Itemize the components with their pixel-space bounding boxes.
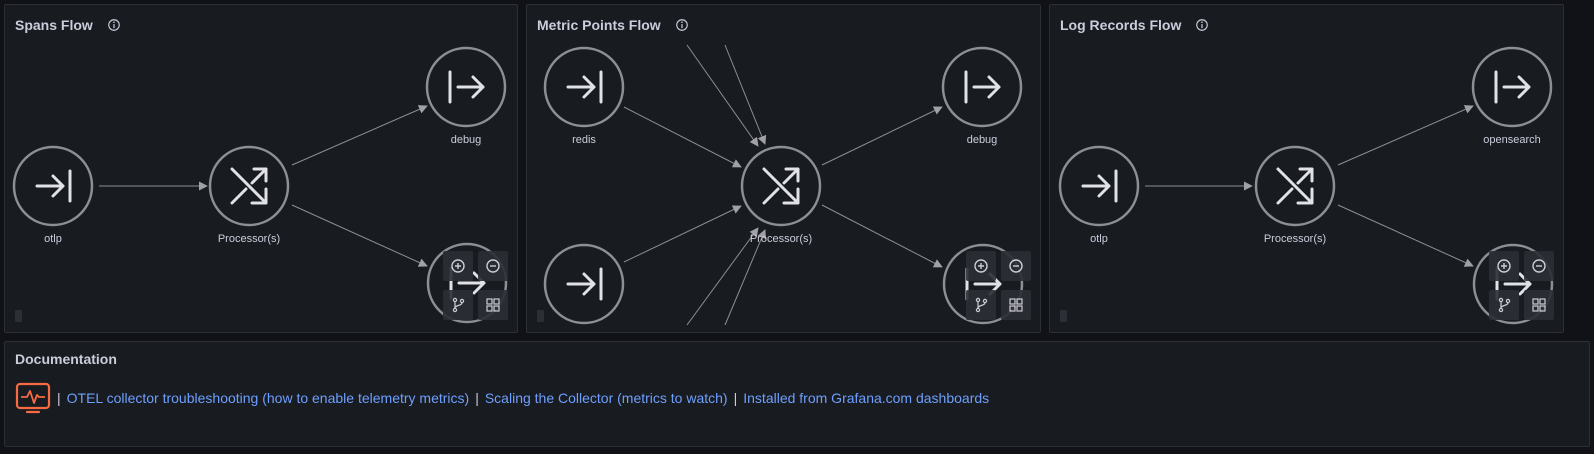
panel-title-logs: Log Records Flow [1060, 17, 1209, 33]
scroll-handle[interactable] [537, 310, 544, 322]
layout-button[interactable] [1489, 290, 1519, 320]
metric-points-flow-panel: Metric Points Flow redis Processor(s) d [526, 4, 1041, 333]
metric-points-flow-graph: redis Processor(s) debug [543, 44, 1024, 326]
scroll-handle[interactable] [1060, 310, 1067, 322]
svg-text:otlp: otlp [1090, 233, 1108, 245]
receiver-node-redis[interactable]: redis [543, 46, 625, 146]
grid-icon [1532, 298, 1546, 312]
link-separator: | [733, 390, 738, 406]
svg-text:otlp: otlp [44, 233, 62, 245]
exporter-node-opensearch[interactable]: opensearch [1471, 46, 1553, 146]
receiver-node-bottom[interactable] [543, 243, 625, 325]
zoom-out-icon [1009, 259, 1023, 273]
info-icon[interactable] [1195, 18, 1209, 32]
svg-text:opensearch: opensearch [1483, 134, 1541, 146]
svg-text:debug: debug [967, 134, 998, 146]
log-records-flow-panel: Log Records Flow otlp Processor(s) opens… [1049, 4, 1564, 333]
svg-text:Processor(s): Processor(s) [1264, 233, 1326, 245]
grid-view-button[interactable] [478, 290, 508, 320]
layout-branch-icon [975, 297, 988, 313]
processor-node[interactable]: Processor(s) [208, 145, 290, 245]
receiver-node-otlp[interactable]: otlp [1058, 145, 1140, 245]
info-icon[interactable] [107, 18, 121, 32]
panel-title-spans: Spans Flow [15, 17, 121, 33]
svg-text:Processor(s): Processor(s) [218, 233, 280, 245]
log-records-flow-graph: otlp Processor(s) opensearch [1058, 46, 1554, 325]
grid-icon [486, 298, 500, 312]
info-icon[interactable] [675, 18, 689, 32]
panel-title-metrics: Metric Points Flow [537, 17, 689, 33]
receiver-node-otlp[interactable]: otlp [12, 145, 94, 245]
zoom-in-icon [974, 259, 988, 273]
zoom-in-icon [451, 259, 465, 273]
processor-node[interactable]: Processor(s) [1254, 145, 1336, 245]
zoom-out-button[interactable] [1001, 251, 1031, 281]
layout-branch-icon [452, 297, 465, 313]
zoom-out-icon [486, 259, 500, 273]
layout-button[interactable] [966, 290, 996, 320]
svg-text:redis: redis [572, 134, 596, 146]
documentation-panel: Documentation | OTEL collector troublesh… [4, 341, 1590, 447]
zoom-in-button[interactable] [966, 251, 996, 281]
link-scaling-collector[interactable]: Scaling the Collector (metrics to watch) [484, 390, 728, 406]
layout-button[interactable] [443, 290, 473, 320]
processor-node[interactable]: Processor(s) [740, 145, 822, 245]
panel-title-documentation: Documentation [15, 351, 117, 367]
grid-view-button[interactable] [1524, 290, 1554, 320]
zoom-in-button[interactable] [1489, 251, 1519, 281]
exporter-node-debug[interactable]: debug [425, 46, 507, 146]
grid-icon [1009, 298, 1023, 312]
svg-text:Processor(s): Processor(s) [750, 233, 812, 245]
scroll-handle[interactable] [15, 310, 22, 322]
exporter-node-debug[interactable]: debug [941, 46, 1023, 146]
layout-branch-icon [1498, 297, 1511, 313]
spans-flow-graph: otlp Processor(s) debug [12, 46, 508, 324]
zoom-out-button[interactable] [478, 251, 508, 281]
spans-flow-panel: Spans Flow otlp Processor(s) debug [4, 4, 518, 333]
heart-monitor-icon [15, 382, 51, 414]
link-separator: | [57, 390, 61, 406]
link-grafana-dashboards[interactable]: Installed from Grafana.com dashboards [743, 390, 990, 406]
link-otel-troubleshooting[interactable]: OTEL collector troubleshooting (how to e… [66, 390, 470, 406]
svg-text:debug: debug [451, 134, 482, 146]
link-separator: | [475, 390, 479, 406]
zoom-in-icon [1497, 259, 1511, 273]
documentation-links: | OTEL collector troubleshooting (how to… [15, 382, 989, 414]
zoom-out-icon [1532, 259, 1546, 273]
grid-view-button[interactable] [1001, 290, 1031, 320]
zoom-out-button[interactable] [1524, 251, 1554, 281]
zoom-in-button[interactable] [443, 251, 473, 281]
